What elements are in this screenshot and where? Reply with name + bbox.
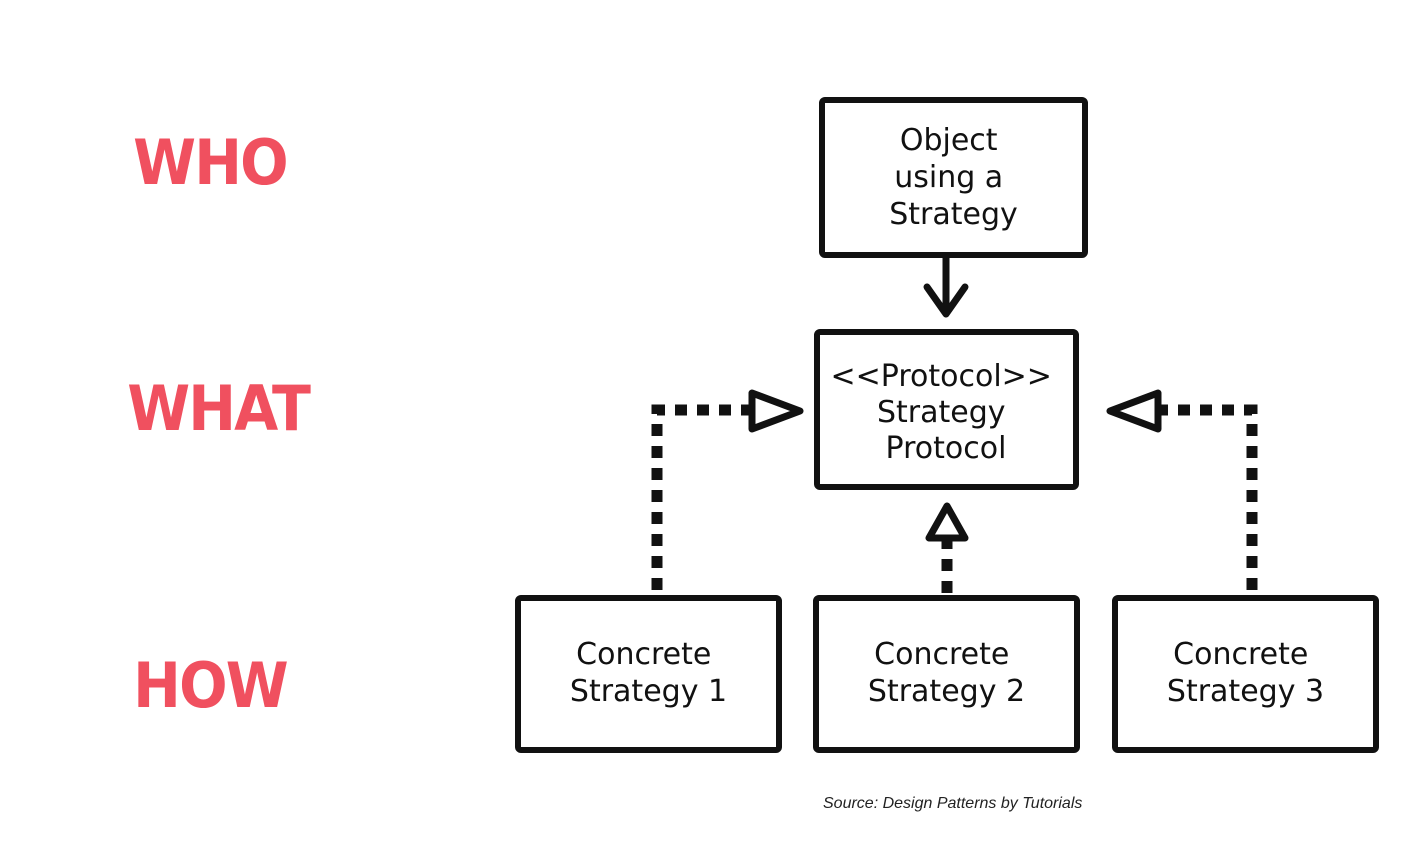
uses-arrow	[923, 254, 969, 318]
concrete-strategy-1-label: Concrete Strategy 1	[570, 637, 727, 709]
concrete-strategy-2-box: Concrete Strategy 2	[813, 595, 1080, 753]
concrete-1-line-1: Concrete	[576, 637, 711, 672]
who-label: WHO	[133, 126, 288, 199]
what-label: WHAT	[127, 372, 311, 445]
concrete-2-line-2: Strategy 2	[868, 674, 1025, 709]
concrete-3-line-1: Concrete	[1173, 637, 1308, 672]
context-line-1: Object	[900, 123, 998, 158]
protocol-line-2: Strategy	[877, 395, 1006, 430]
protocol-line-3: Protocol	[886, 431, 1007, 466]
concrete-2-line-1: Concrete	[874, 637, 1009, 672]
context-line-2: using a	[894, 160, 1003, 195]
concrete-strategy-3-box: Concrete Strategy 3	[1112, 595, 1379, 753]
protocol-box: <<Protocol>> Strategy Protocol	[814, 329, 1079, 490]
protocol-box-label: <<Protocol>> Strategy Protocol	[831, 359, 1062, 466]
concrete-strategy-3-label: Concrete Strategy 3	[1167, 637, 1324, 709]
concrete-1-line-2: Strategy 1	[570, 674, 727, 709]
realization-arrow-1	[651, 389, 804, 590]
how-label: HOW	[133, 649, 288, 722]
realization-arrow-2	[925, 502, 969, 593]
protocol-line-1: <<Protocol>>	[831, 359, 1052, 394]
context-box: Object using a Strategy	[819, 97, 1088, 258]
context-box-label: Object using a Strategy	[889, 123, 1018, 232]
realization-arrow-3	[1106, 389, 1258, 590]
concrete-3-line-2: Strategy 3	[1167, 674, 1324, 709]
source-caption: Source: Design Patterns by Tutorials	[823, 795, 1083, 812]
context-line-3: Strategy	[889, 197, 1018, 232]
concrete-strategy-2-label: Concrete Strategy 2	[868, 637, 1025, 709]
concrete-strategy-1-box: Concrete Strategy 1	[515, 595, 782, 753]
